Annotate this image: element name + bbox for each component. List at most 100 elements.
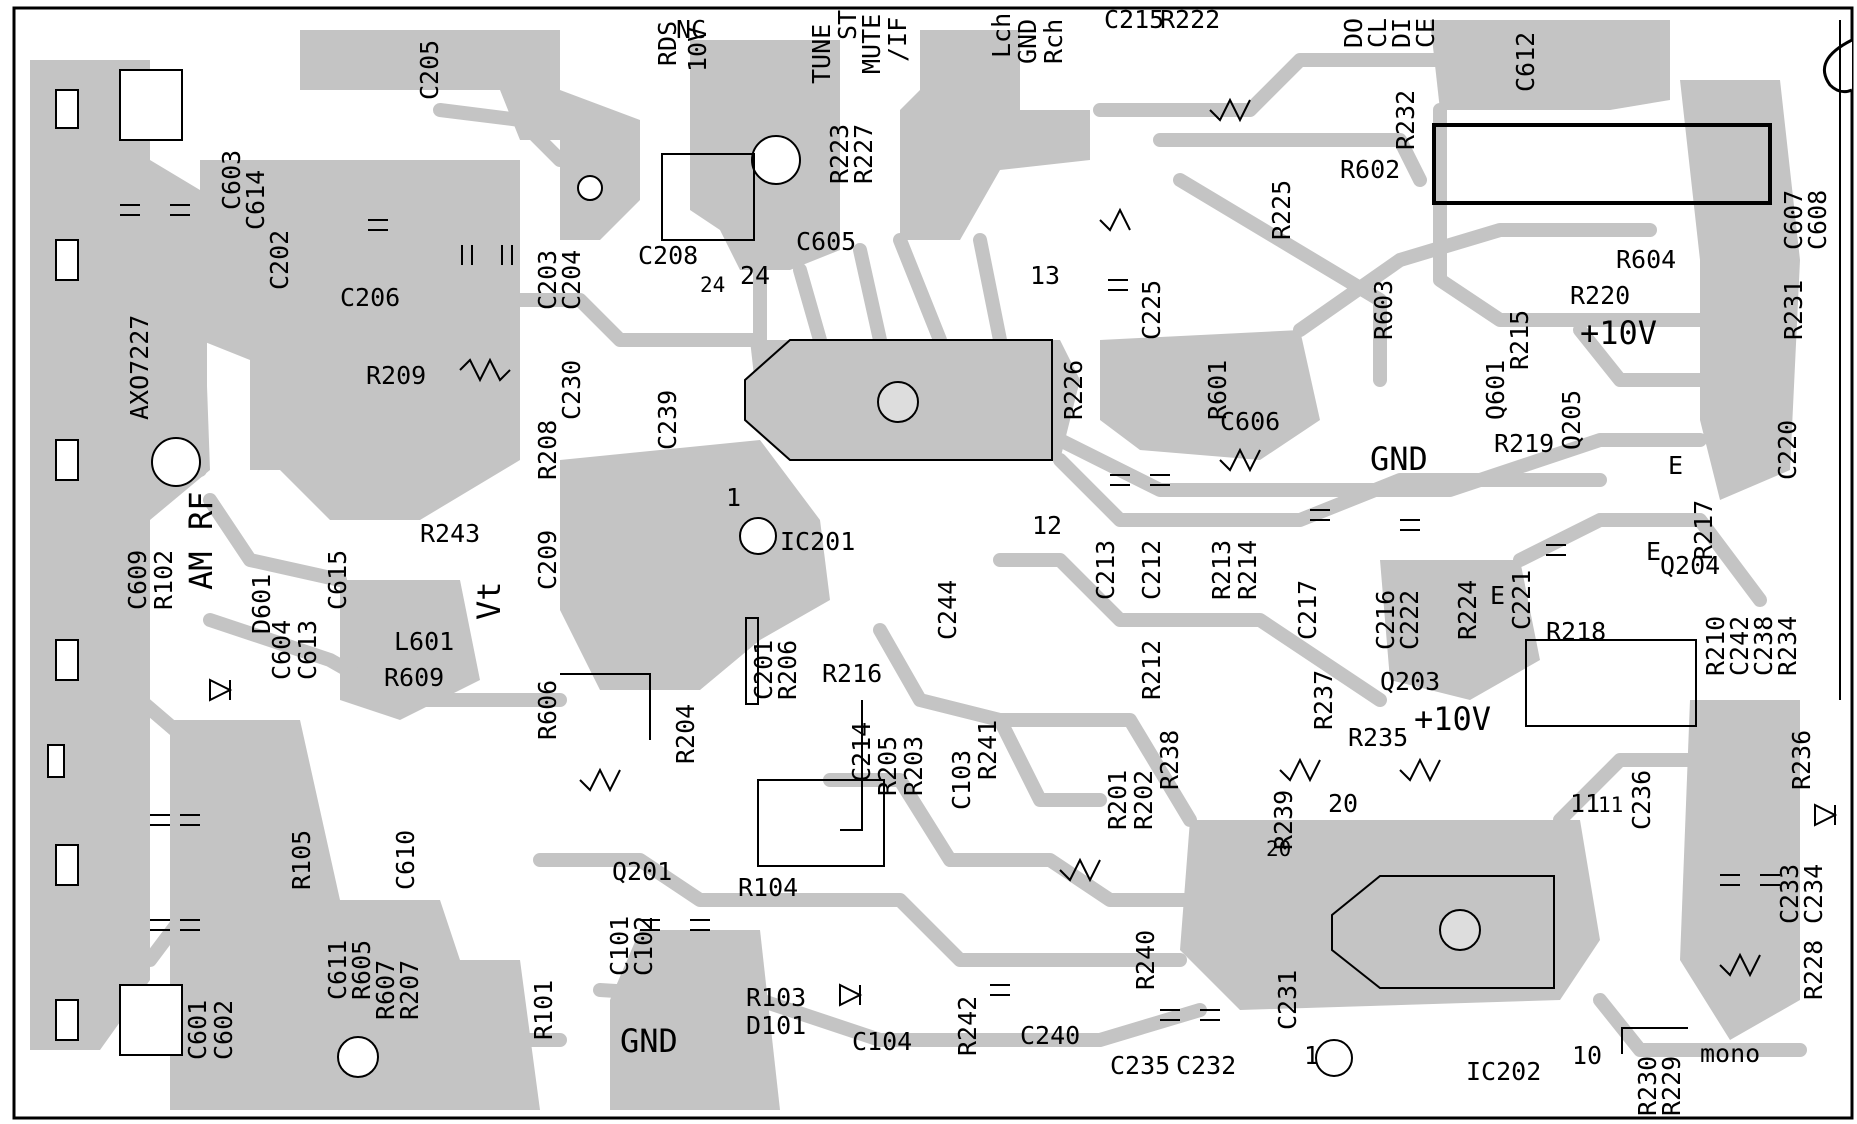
label-r605: R605 — [347, 940, 376, 1000]
hole-4 — [577, 175, 603, 201]
label-di: DI — [1387, 18, 1416, 48]
label-mute: MUTE — [857, 14, 886, 74]
label-mono: mono — [1700, 1039, 1760, 1068]
copper-mid-right-2 — [1380, 560, 1540, 700]
trace-2 — [513, 293, 767, 347]
label-c205: C205 — [415, 40, 444, 100]
label-c615: C615 — [323, 550, 352, 610]
component-symbols — [120, 97, 1838, 1021]
label-r223: R223 — [825, 124, 854, 184]
trace-28 — [433, 103, 567, 167]
label-c233: C233 — [1775, 864, 1804, 924]
label-tune: TUNE — [807, 24, 836, 84]
label-gnd-top: GND — [1013, 19, 1042, 64]
trace-26 — [593, 983, 1207, 1047]
label-r202: R202 — [1129, 770, 1158, 830]
label-c231: C231 — [1273, 970, 1302, 1030]
cap-14 — [150, 919, 200, 931]
label-q204: Q204 — [1660, 551, 1720, 580]
cap-13 — [150, 814, 200, 826]
square-pad-bottom — [119, 984, 183, 1056]
label-c221: C221 — [1507, 570, 1536, 630]
label-24a: 24 — [700, 273, 725, 297]
label-10: 10 — [1572, 1041, 1602, 1070]
label-c602: C602 — [209, 1000, 238, 1060]
label-r602: R602 — [1340, 155, 1400, 184]
label-r224: R224 — [1453, 580, 1482, 640]
copper-right-lower — [1680, 700, 1800, 1040]
cap-12 — [990, 984, 1010, 996]
trace-16 — [823, 773, 1197, 907]
label-r220: R220 — [1570, 281, 1630, 310]
hole-3 — [751, 135, 801, 185]
label-c235: C235 — [1110, 1051, 1170, 1080]
label-r241: R241 — [973, 720, 1002, 780]
ic201 — [744, 339, 1053, 461]
label-c244: C244 — [933, 580, 962, 640]
r606-box — [560, 673, 651, 740]
label-e1: E — [1668, 451, 1683, 480]
label-gnd-mid: GND — [1370, 440, 1428, 478]
trace-13 — [1173, 173, 1387, 387]
label-c104: C104 — [852, 1027, 912, 1056]
label-r103: R103 — [746, 983, 806, 1012]
label-r210: R210 — [1701, 616, 1730, 676]
res-2 — [1209, 97, 1251, 123]
label-r208: R208 — [533, 420, 562, 480]
label-1: 1 — [726, 483, 741, 512]
pad-1 — [55, 89, 79, 129]
label-r604: R604 — [1616, 245, 1676, 274]
label-gnd-bottom: GND — [620, 1022, 678, 1060]
pad-3 — [55, 439, 79, 481]
copper-rch-pad — [900, 30, 1090, 240]
label-r238: R238 — [1155, 730, 1184, 790]
trace-9 — [1053, 433, 1707, 497]
copper-c612-area — [1430, 20, 1670, 110]
label-r101: R101 — [529, 980, 558, 1040]
diode-right — [1814, 803, 1838, 827]
label-r214: R214 — [1233, 540, 1262, 600]
label-q201: Q201 — [612, 857, 672, 886]
label-d601: D601 — [247, 574, 276, 634]
trace-6 — [893, 233, 947, 347]
cap-6 — [1310, 509, 1330, 521]
label-r204: R204 — [671, 704, 700, 764]
silkscreen-labels: NC RDS 10V TUNE ST MUTE /IF Lch GND Rch … — [123, 5, 1832, 1116]
label-c608: C608 — [1803, 190, 1832, 250]
label-c208: C208 — [638, 241, 698, 270]
r210-box — [1525, 639, 1697, 727]
label-c613: C613 — [293, 620, 322, 680]
label-20b: 20 — [1266, 837, 1291, 861]
label-12: 12 — [1032, 511, 1062, 540]
trace-4 — [793, 263, 827, 347]
diode-d101 — [839, 983, 863, 1007]
label-c604: C604 — [267, 620, 296, 680]
trace-30 — [993, 713, 1107, 807]
label-c605: C605 — [796, 227, 856, 256]
cap-3 — [461, 245, 513, 265]
res-7 — [1399, 757, 1441, 783]
label-r216: R216 — [822, 659, 882, 688]
label-c242: C242 — [1725, 616, 1754, 676]
res-1 — [459, 357, 511, 383]
trace-14 — [993, 553, 1387, 707]
label-c220: C220 — [1773, 420, 1802, 480]
trace-5 — [853, 243, 887, 347]
label-c225: C225 — [1137, 280, 1166, 340]
label-r228: R228 — [1799, 940, 1828, 1000]
res-9 — [1719, 952, 1761, 978]
hole-2 — [337, 1036, 379, 1078]
copper-center-big — [560, 440, 830, 690]
res-3 — [1099, 207, 1131, 232]
label-c203: C203 — [533, 250, 562, 310]
res-6 — [1279, 757, 1321, 783]
trace-7 — [973, 233, 1007, 347]
label-q601: Q601 — [1481, 360, 1510, 420]
label-c216: C216 — [1371, 590, 1400, 650]
label-r215: R215 — [1505, 310, 1534, 370]
label-r242: R242 — [953, 996, 982, 1056]
c201-bracket — [840, 700, 863, 831]
cap-4 — [1108, 279, 1128, 291]
pad-2 — [55, 239, 79, 281]
cap-10 — [1160, 1009, 1220, 1021]
